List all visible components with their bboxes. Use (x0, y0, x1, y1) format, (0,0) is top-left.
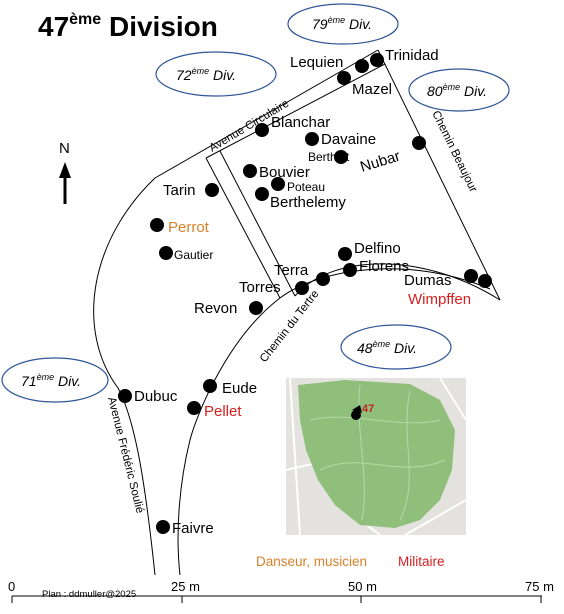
beaujour-boundary (377, 49, 501, 301)
tertre-lower (177, 268, 491, 576)
street-chemin-du-tertre: Chemin du Tertre (258, 288, 322, 365)
grave-label-torres: Torres (239, 279, 281, 296)
division-79: 79ème Div. (287, 3, 399, 45)
division-80-ellipse (408, 68, 510, 112)
grave-label-dumas: Dumas (404, 272, 452, 289)
grave-label-pellet: Pellet (204, 403, 242, 420)
grave-label-terra: Terra (274, 262, 309, 279)
scale-label-75m: 75 m (525, 579, 554, 594)
grave-label-bouvier: Bouvier (259, 164, 310, 181)
grave-marker[interactable] (337, 71, 351, 85)
division-48: 48ème Div. (340, 324, 452, 370)
north-arrow-head (59, 162, 71, 178)
grave-label-poteau: Poteau (287, 180, 325, 194)
division-72: 72ème Div. (155, 51, 277, 97)
grave-label-dubuc: Dubuc (134, 388, 178, 405)
grave-label-revon: Revon (194, 300, 237, 317)
street-avenue-frederic-soulie: Avenue Frédéric Soulié (105, 396, 146, 515)
inset-location-marker (351, 410, 361, 420)
scale-label-50m: 50 m (348, 579, 377, 594)
outer-boundary (93, 49, 379, 576)
grave-label-nubar: Nubar (358, 148, 402, 176)
grave-label-gautier: Gautier (174, 248, 213, 262)
division-71: 71ème Div. (1, 357, 109, 403)
grave-marker[interactable] (295, 281, 309, 295)
grave-marker[interactable] (334, 150, 348, 164)
grave-marker[interactable] (187, 401, 201, 415)
division-outline (93, 49, 501, 576)
grave-label-mazel: Mazel (352, 81, 392, 98)
grave-marker[interactable] (343, 263, 357, 277)
inset-location-pointer (352, 405, 362, 413)
grave-marker[interactable] (203, 379, 217, 393)
grave-marker[interactable] (305, 132, 319, 146)
grave-label-berthelemy: Berthelemy (270, 194, 346, 211)
grave-marker[interactable] (118, 389, 132, 403)
legend-military: Militaire (398, 554, 445, 569)
circulaire-inner (205, 63, 386, 159)
grave-marker[interactable] (338, 247, 352, 261)
division-48-label: 48ème Div. (357, 339, 417, 356)
scale-label-0: 0 (8, 579, 15, 594)
grave-marker[interactable] (370, 53, 384, 67)
inset-locator-map: 47 (285, 377, 467, 536)
division-71-label: 71ème Div. (21, 372, 81, 389)
grave-marker[interactable] (156, 520, 170, 534)
grave-marker[interactable] (255, 187, 269, 201)
grave-marker[interactable] (205, 183, 219, 197)
legend-dancer-musician: Danseur, musicien (256, 554, 367, 569)
grave-marker[interactable] (355, 59, 369, 73)
grave-marker[interactable] (464, 269, 478, 283)
grave-labels: Lequien Trinidad Mazel Blanchar Davaine … (134, 47, 471, 537)
grave-marker[interactable] (249, 301, 263, 315)
legend: Danseur, musicien Militaire (256, 554, 445, 569)
grave-label-blanchar: Blanchar (271, 114, 330, 131)
grave-label-perrot: Perrot (168, 219, 210, 236)
north-label: N (59, 140, 70, 157)
street-chemin-beaujour: Chemin Beaujour (429, 109, 479, 194)
scale-bar: 0 25 m 50 m 75 m Plan : ddmuller@2025 (8, 579, 554, 603)
map-title: 47ème Division (38, 11, 218, 42)
grave-marker[interactable] (478, 274, 492, 288)
grave-label-eude: Eude (222, 380, 257, 397)
division-72-ellipse (155, 51, 277, 97)
division-80: 80ème Div. (408, 68, 510, 112)
division-72-label: 72ème Div. (176, 66, 236, 83)
division-80-label: 80ème Div. (427, 82, 487, 99)
inset-location-label: 47 (362, 403, 374, 415)
grave-label-florens: Florens (359, 258, 409, 275)
grave-label-wimpffen: Wimpffen (408, 291, 471, 308)
grave-marker[interactable] (316, 272, 330, 286)
road-line-2 (219, 150, 296, 297)
grave-label-lequien: Lequien (290, 54, 343, 71)
inset-park-paths (309, 384, 446, 521)
grave-marker[interactable] (271, 177, 285, 191)
north-arrow: N (59, 140, 71, 204)
grave-marker[interactable] (255, 123, 269, 137)
division-79-ellipse (287, 3, 399, 45)
grave-marker[interactable] (159, 246, 173, 260)
grave-label-delfino: Delfino (354, 240, 401, 257)
grave-markers (118, 53, 492, 534)
grave-label-trinidad: Trinidad (385, 47, 439, 64)
grave-marker[interactable] (412, 136, 426, 150)
division-79-label: 79ème Div. (312, 15, 372, 32)
grave-label-davaine: Davaine (321, 131, 376, 148)
division-48-ellipse (340, 324, 452, 370)
road-line-1 (205, 157, 281, 299)
grave-marker[interactable] (150, 218, 164, 232)
grave-label-berthiot: Berthiot (308, 150, 350, 164)
scale-label-25m: 25 m (171, 579, 200, 594)
grave-label-faivre: Faivre (172, 520, 214, 537)
division-71-ellipse (1, 357, 109, 403)
grave-label-tarin: Tarin (163, 182, 196, 199)
map-credit: Plan : ddmuller@2025 (42, 589, 136, 600)
grave-marker[interactable] (243, 164, 257, 178)
